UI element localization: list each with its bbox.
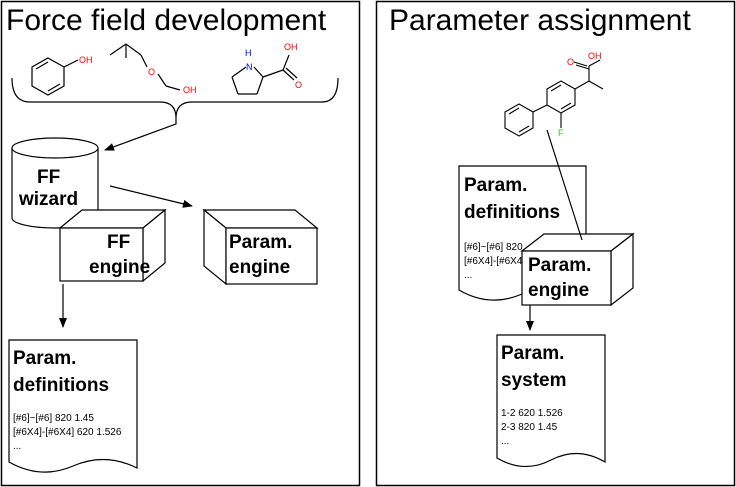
phenol-oh-label: OH (79, 55, 93, 65)
phenol-molecule (31, 57, 79, 96)
param-engine-left-label-1: Param. (229, 232, 292, 253)
flurbiprofen-molecule (504, 59, 604, 137)
param-defs-left-row: ... (13, 441, 21, 452)
param-engine-right-label-2: engine (528, 280, 589, 301)
param-engine-right-label-1: Param. (528, 255, 591, 276)
ff-engine-label-2: engine (89, 257, 150, 278)
param-defs-right-row: [#6]~[#6] 820 (464, 242, 523, 253)
ff-engine-label-1: FF (107, 232, 130, 253)
left-panel-title: Force field development (6, 4, 327, 37)
param-defs-left-document (8, 339, 138, 473)
proline-h-label: H (245, 48, 252, 58)
param-defs-right-label-1: Param. (464, 175, 527, 196)
param-defs-left-label-2: definitions (13, 375, 109, 396)
param-defs-left-label-1: Param. (13, 348, 76, 369)
param-system-label-2: system (501, 370, 567, 391)
ether-o-label: O (148, 67, 155, 77)
param-system-row: 2-3 820 1.45 (501, 422, 558, 433)
proline-oh-label: OH (284, 42, 298, 52)
molecule-to-engine-line (546, 129, 583, 241)
param-defs-right-row: [#6X4]-[#6X4 (464, 256, 523, 267)
flurbiprofen-o-label: O (567, 57, 574, 67)
ff-wizard-cylinder (11, 137, 99, 229)
param-defs-left-row: [#6]~[#6] 820 1.45 (13, 413, 94, 424)
param-system-row: 1-2 620 1.526 (501, 408, 563, 419)
ff-wizard-label-1: FF (37, 167, 60, 188)
ff-wizard-label-2: wizard (18, 189, 78, 210)
proline-molecule (231, 54, 298, 95)
ff-engine-box (58, 208, 167, 283)
ether-oh-label: OH (183, 85, 197, 95)
param-system-row: ... (501, 436, 509, 447)
param-engine-right-box (520, 232, 635, 307)
param-engine-left-box (202, 208, 319, 286)
left-panel-frame (0, 0, 361, 487)
molecule-group-brace (11, 77, 339, 119)
proline-n-label: N (246, 62, 253, 72)
param-defs-right-label-2: definitions (464, 202, 560, 223)
flurbiprofen-f-label: F (558, 128, 564, 138)
ether-molecule (109, 43, 181, 91)
proline-o-label: O (295, 80, 302, 90)
param-engine-left-label-2: engine (229, 257, 290, 278)
param-system-label-1: Param. (501, 343, 564, 364)
param-defs-right-row: ... (464, 270, 472, 281)
right-panel-title: Parameter assignment (389, 4, 691, 37)
param-defs-left-row: [#6X4]-[#6X4] 620 1.526 (13, 427, 122, 438)
brace-to-wizard-arrow (104, 118, 177, 151)
wizard-to-param-engine-arrow (109, 185, 193, 208)
right-panel-frame (375, 0, 736, 487)
flurbiprofen-oh-label: OH (588, 51, 602, 61)
param-system-document (496, 334, 606, 468)
